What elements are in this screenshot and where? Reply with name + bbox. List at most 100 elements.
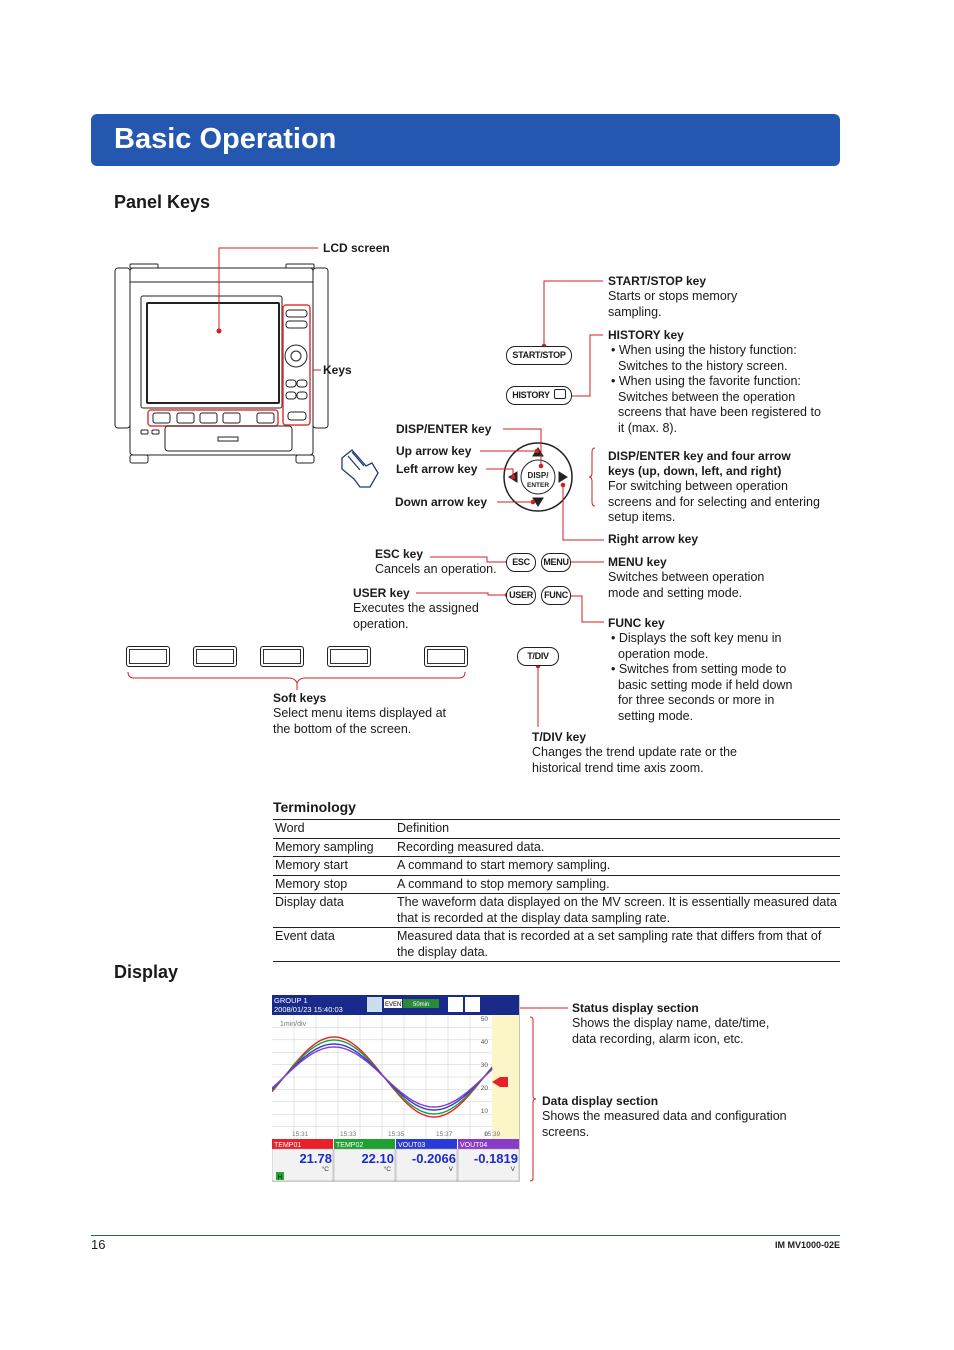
panel-diagram: DISP/ ENTER [114,247,604,727]
panel-keys-heading: Panel Keys [114,192,211,212]
trend-line [272,1046,493,1108]
time-label: 15:35 [388,1131,405,1138]
history-title: HISTORY key [608,328,684,342]
screen-event: EVENT [385,1002,405,1008]
func-title: FUNC key [608,616,665,630]
table-row: Event data Measured data that is recorde… [273,927,840,962]
channel-header [396,1139,457,1149]
table-row: Display data The waveform data displayed… [273,893,840,928]
term-word: Event data [273,927,395,962]
arrow-group-desc: For switching between operation screens … [608,479,820,524]
lcd-screen-label: LCD screen [323,241,390,255]
menu-title: MENU key [608,555,667,569]
soft-key-1[interactable] [126,646,170,667]
data-section-desc: Shows the measured data and configuratio… [542,1109,787,1139]
channel-unit: V [511,1166,516,1173]
term-word: Memory stop [273,875,395,894]
screen-rate: 50min [413,1002,429,1008]
menu-callout: MENU key Switches between operation mode… [608,555,798,601]
alarm-badge: H [278,1174,283,1181]
scale-label: 10 [481,1108,489,1115]
footer-rule [91,1235,840,1236]
channel-value-box [333,1148,396,1182]
term-word: Memory start [273,856,395,876]
term-definition: The waveform data displayed on the MV sc… [395,893,840,928]
time-label: 15:39 [484,1131,501,1138]
disp-enter-label: DISP/ENTER key [396,422,492,436]
history-button-label: HISTORY [512,390,550,400]
channel-pointer [492,1077,508,1087]
start-stop-title: START/STOP key [608,274,707,288]
soft-keys-desc: Select menu items displayed at the botto… [273,706,447,736]
dial-label-bottom: ENTER [527,482,549,489]
scale-label: 30 [481,1062,489,1069]
terminology-heading: Terminology [273,799,356,815]
favorite-icon [553,389,566,399]
term-word: Memory sampling [273,838,395,857]
channel-name: VOUT03 [398,1142,425,1149]
disp-enter-dial [503,442,573,512]
dial-label-top: DISP/ [528,471,550,480]
channel-value: -0.2066 [412,1151,456,1166]
tdiv-desc: Changes the trend update rate or the his… [532,745,738,775]
time-label: 15:33 [340,1131,357,1138]
channel-unit: V [449,1166,454,1173]
term-word: Display data [273,893,395,928]
soft-key-2[interactable] [193,646,237,667]
term-definition: A command to stop memory sampling. [395,875,840,894]
user-title: USER key [353,586,410,600]
func-bullet-2: • Switches from setting mode to basic se… [611,662,793,723]
menu-button[interactable]: MENU [541,553,571,572]
page-title: Basic Operation [114,123,337,155]
time-label: 15:37 [436,1131,453,1138]
soft-key-4[interactable] [327,646,371,667]
scale-label: 20 [481,1085,489,1092]
tdiv-callout: T/DIV key Changes the trend update rate … [532,730,742,776]
status-section-title: Status display section [572,1001,699,1015]
esc-callout: ESC key Cancels an operation. [375,547,505,578]
func-callout: FUNC key • Displays the soft key menu in… [608,616,798,724]
history-callout: HISTORY key • When using the history fun… [608,328,823,436]
history-bullet-2: • When using the favorite function: Swit… [611,374,821,435]
func-button[interactable]: FUNC [541,586,571,605]
data-section-callout: Data display section Shows the measured … [542,1094,802,1140]
history-button[interactable]: HISTORY [506,386,572,405]
soft-key-3[interactable] [260,646,304,667]
left-arrow-label: Left arrow key [396,462,478,476]
start-stop-callout: START/STOP key Starts or stops memory sa… [608,274,818,320]
title-banner [91,114,840,166]
term-definition: A command to start memory sampling. [395,856,840,876]
channel-value: 22.10 [361,1151,394,1166]
soft-keys-callout: Soft keys Select menu items displayed at… [273,691,463,737]
tdiv-button[interactable]: T/DIV [517,647,559,666]
soft-keys-title: Soft keys [273,691,327,705]
time-div-label: 1min/div [280,1021,307,1028]
alarm-icon [448,997,463,1012]
screen-datetime: 2008/01/23 15:40:03 [274,1005,343,1014]
down-arrow-label: Down arrow key [395,495,488,509]
channel-name: TEMP02 [336,1142,363,1149]
user-callout: USER key Executes the assigned operation… [353,586,488,632]
table-header-row: Word Definition [273,819,840,839]
start-stop-button[interactable]: START/STOP [506,346,572,365]
channel-value-box [457,1148,520,1182]
scale-label: 0 [484,1131,488,1138]
esc-button[interactable]: ESC [506,553,536,572]
channel-value: 21.78 [299,1151,332,1166]
term-definition: Measured data that is recorded at a set … [395,927,840,962]
user-button[interactable]: USER [506,586,536,605]
event-indicator [384,999,402,1008]
esc-title: ESC key [375,547,424,561]
history-bullet-1: • When using the history function: Switc… [611,343,797,373]
pointing-hand-icon [341,449,379,488]
channel-header [334,1139,395,1149]
right-arrow-label: Right arrow key [608,532,699,546]
start-stop-desc: Starts or stops memory sampling. [608,289,738,319]
soft-key-5[interactable] [424,646,468,667]
func-bullet-1: • Displays the soft key menu in operatio… [611,631,782,661]
display-screen: GROUP 1 2008/01/23 15:40:03 EVENT 50min … [272,995,520,1182]
column-header-word: Word [273,819,395,839]
channel-header [458,1139,519,1149]
arrow-group-title: DISP/ENTER key and four arrow keys (up, … [608,449,791,478]
term-definition: Recording measured data. [395,838,840,857]
